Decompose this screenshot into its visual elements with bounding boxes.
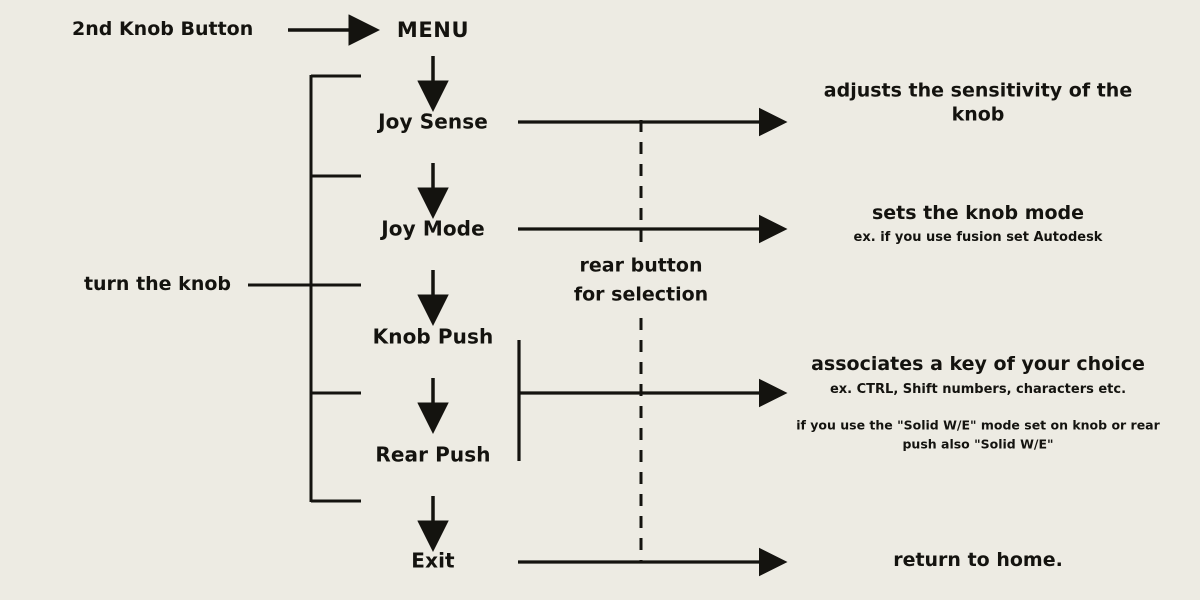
description-push-keys: associates a key of your choice <box>811 353 1145 376</box>
description-joy-sense-line2: knob <box>951 103 1005 125</box>
menu-item-rear-push[interactable]: Rear Push <box>375 442 491 467</box>
turn-knob-bracket <box>248 74 361 503</box>
rear-button-selection-caption: rear button for selection <box>574 252 708 311</box>
menu-item-exit[interactable]: Exit <box>411 548 455 573</box>
menu-title: MENU <box>396 17 470 42</box>
description-push-keys-example: ex. CTRL, Shift numbers, characters etc. <box>829 381 1127 397</box>
push-group-bracket <box>517 340 788 461</box>
description-joy-mode: sets the knob mode <box>871 202 1085 225</box>
description-push-keys-note-line1: if you use the "Solid W/E" mode set on k… <box>796 417 1160 433</box>
entry-label-2nd-knob-button: 2nd Knob Button <box>72 18 254 41</box>
description-joy-mode-example: ex. if you use fusion set Autodesk <box>853 229 1103 245</box>
description-joy-sense-line1: adjusts the sensitivity of the <box>823 79 1133 102</box>
description-push-keys-note: if you use the "Solid W/E" mode set on k… <box>796 416 1160 454</box>
menu-item-joy-mode[interactable]: Joy Mode <box>381 216 485 241</box>
rear-button-selection-line1: rear button <box>579 254 703 277</box>
description-exit: return to home. <box>893 549 1063 572</box>
description-push-keys-note-line2: push also "Solid W/E" <box>902 436 1054 451</box>
menu-item-knob-push[interactable]: Knob Push <box>372 324 494 349</box>
rear-button-selection-line2: for selection <box>573 284 709 306</box>
turn-the-knob-label: turn the knob <box>83 273 231 296</box>
description-joy-sense: adjusts the sensitivity of the knob <box>824 79 1132 127</box>
menu-item-joy-sense[interactable]: Joy Sense <box>378 109 488 134</box>
